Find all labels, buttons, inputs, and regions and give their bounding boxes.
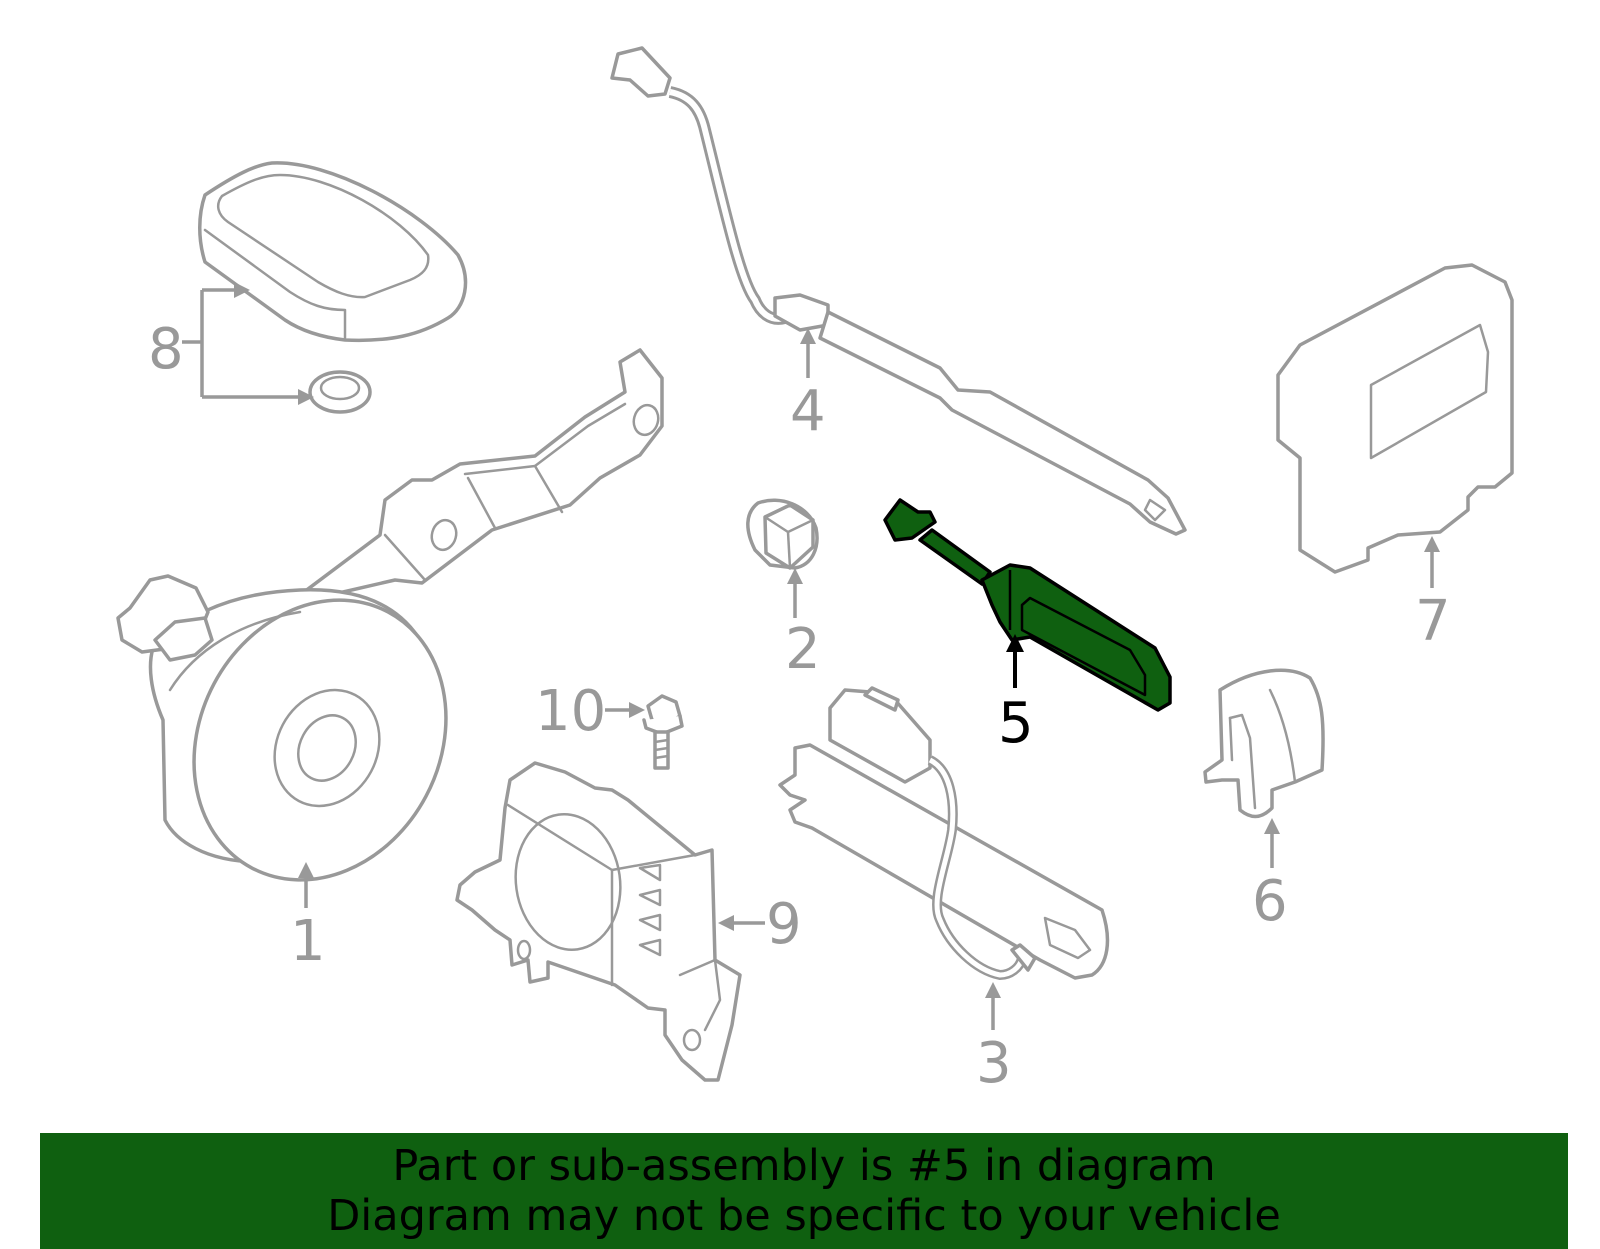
callout-6: 6 — [1252, 869, 1288, 934]
part-3-bracket[interactable] — [778, 686, 1110, 981]
callout-2: 2 — [785, 617, 821, 682]
callout-8: 8 — [148, 317, 184, 382]
part-9-sensor-bracket[interactable] — [455, 761, 742, 1082]
part-2-nut[interactable] — [746, 498, 819, 570]
part-7-control-module[interactable] — [1276, 263, 1514, 574]
callout-labels: 8 4 2 5 7 10 9 1 6 3 — [148, 317, 1451, 1096]
part-6-cap[interactable] — [1203, 668, 1325, 819]
callout-10: 10 — [535, 679, 606, 744]
callout-4: 4 — [790, 379, 826, 444]
banner-line-disclaimer: Diagram may not be specific to your vehi… — [327, 1191, 1281, 1241]
callout-leaders — [182, 282, 1440, 1030]
callout-1: 1 — [290, 909, 326, 974]
callout-9: 9 — [766, 892, 802, 957]
parts-diagram: 8 4 2 5 7 10 9 1 6 3 — [116, 46, 1514, 1096]
banner-line-part-number: Part or sub-assembly is #5 in diagram — [392, 1141, 1216, 1191]
part-8-antenna-cover[interactable] — [198, 161, 468, 343]
callout-5: 5 — [998, 691, 1034, 756]
part-5-highlighted-sensor[interactable] — [883, 498, 1172, 712]
callout-7: 7 — [1415, 589, 1451, 654]
callout-3: 3 — [976, 1031, 1012, 1096]
part-4-wiring-harness[interactable] — [610, 46, 1187, 536]
part-10-bolt[interactable] — [642, 694, 684, 770]
part-1-horn[interactable] — [116, 348, 664, 924]
info-banner: Part or sub-assembly is #5 in diagram Di… — [40, 1133, 1568, 1249]
part-8-grommet[interactable] — [308, 370, 372, 414]
